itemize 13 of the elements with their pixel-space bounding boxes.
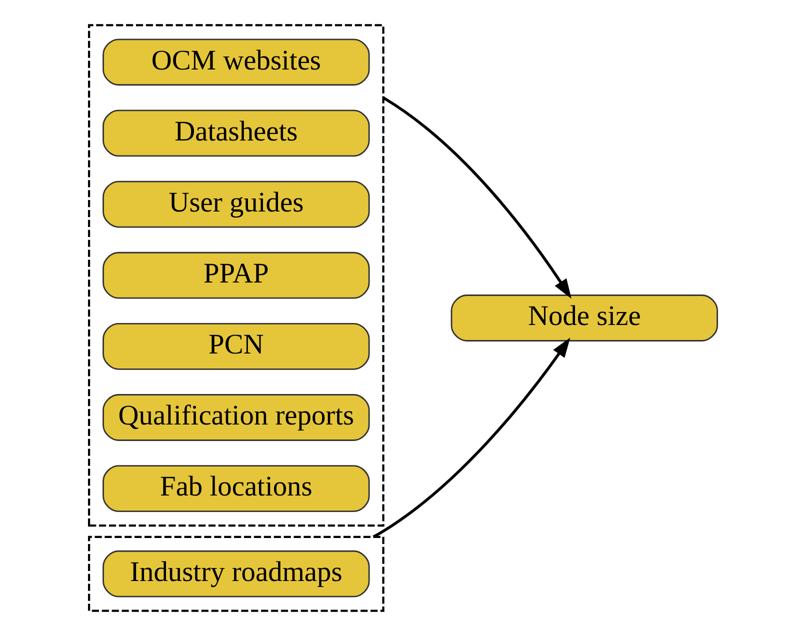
node-box: PCN: [102, 322, 370, 370]
cluster: [88, 24, 384, 527]
node-box: Datasheets: [102, 110, 370, 157]
node-box: Fab locations: [102, 465, 370, 512]
node-box: Node size: [450, 294, 718, 342]
node-box: User guides: [102, 180, 370, 228]
node-box: Industry roadmaps: [102, 550, 370, 598]
cluster: [88, 536, 384, 612]
arrow: [372, 338, 570, 538]
node-box: PPAP: [102, 252, 370, 299]
node-box: Qualification reports: [102, 394, 370, 441]
arrow: [382, 96, 571, 299]
node-box: OCM websites: [102, 38, 370, 86]
